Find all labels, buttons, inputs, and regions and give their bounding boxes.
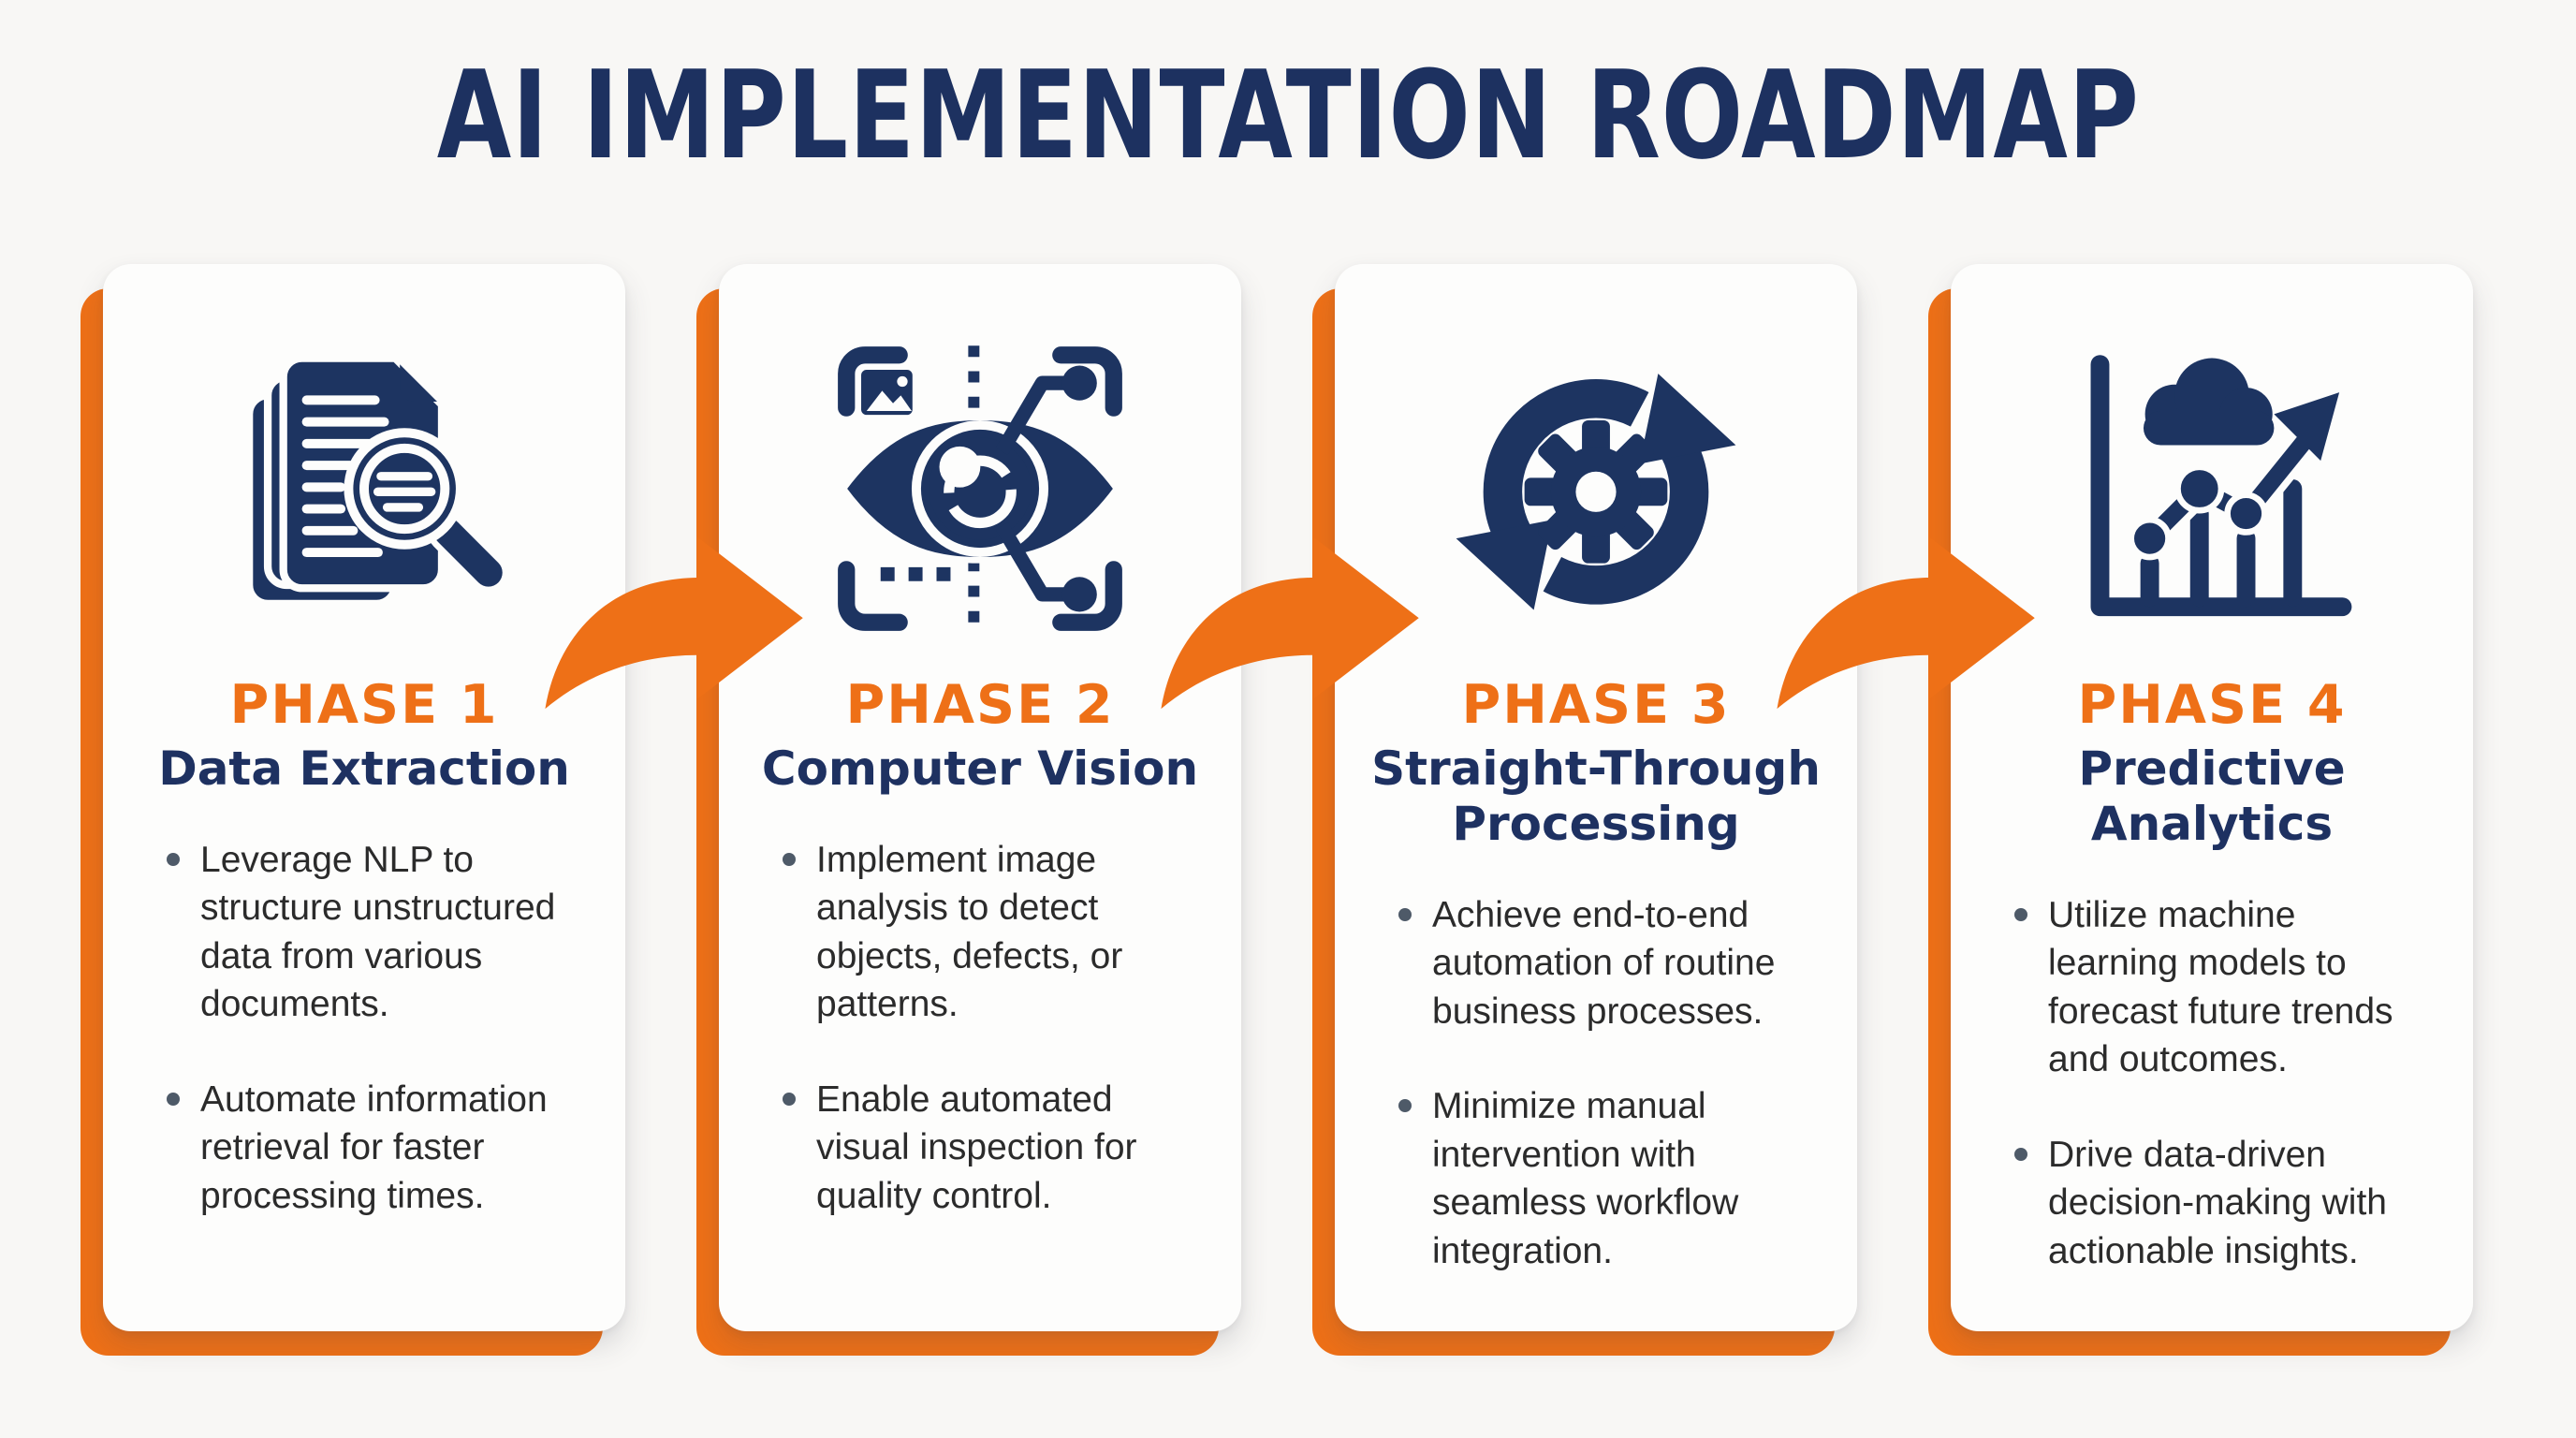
- phase-card-3: PHASE 3 Straight-Through Processing Achi…: [1312, 264, 1857, 1356]
- phase-title: Predictive Analytics: [2078, 741, 2346, 851]
- card-surface: PHASE 1 Data Extraction Leverage NLP to …: [103, 264, 625, 1331]
- phase-bullet: Leverage NLP to structure unstructured d…: [167, 836, 588, 1029]
- phase-bullet: Achieve end-to-end automation of routine…: [1398, 891, 1820, 1035]
- flow-arrow: [1767, 517, 2041, 713]
- phase-card-2: PHASE 2 Computer Vision Implement image …: [696, 264, 1241, 1356]
- phase-icon-box: [2056, 313, 2367, 665]
- bullet-dot: [1398, 1099, 1412, 1113]
- phase-icon-box: [209, 313, 520, 665]
- phase-label: PHASE 2: [845, 674, 1115, 736]
- flow-arrow: [1151, 517, 1425, 713]
- phase-label: PHASE 3: [1461, 674, 1731, 736]
- phase-bullets: Utilize machine learning models to forec…: [1979, 891, 2445, 1322]
- header: AI IMPLEMENTATION ROADMAP: [0, 49, 2576, 183]
- phase-label: PHASE 1: [229, 674, 499, 736]
- bullet-text: Utilize machine learning models to forec…: [2048, 894, 2393, 1080]
- bullet-text: Enable automated visual inspection for q…: [816, 1078, 1137, 1216]
- phase-bullets: Implement image analysis to detect objec…: [747, 836, 1213, 1267]
- bullet-text: Minimize manual intervention with seamle…: [1432, 1086, 1739, 1271]
- documents-magnifier-icon: [245, 354, 509, 608]
- bullet-text: Automate information retrieval for faste…: [200, 1078, 548, 1216]
- bullet-text: Achieve end-to-end automation of routine…: [1432, 894, 1776, 1032]
- card-surface: PHASE 3 Straight-Through Processing Achi…: [1335, 264, 1857, 1331]
- phase-bullet: Minimize manual intervention with seamle…: [1398, 1082, 1820, 1275]
- curved-arrow-icon: [1777, 536, 2035, 710]
- computer-vision-eye-icon: [838, 345, 1122, 636]
- phase-title: Straight-Through Processing: [1371, 741, 1821, 851]
- flow-arrow: [535, 517, 809, 713]
- bullet-text: Implement image analysis to detect objec…: [816, 839, 1123, 1025]
- phase-title: Data Extraction: [158, 741, 570, 796]
- phase-card-1: PHASE 1 Data Extraction Leverage NLP to …: [80, 264, 625, 1356]
- phase-bullet: Enable automated visual inspection for q…: [783, 1076, 1204, 1220]
- phase-card-4: PHASE 4 Predictive Analytics Utilize mac…: [1928, 264, 2473, 1356]
- phase-bullets: Leverage NLP to structure unstructured d…: [131, 836, 597, 1267]
- card-surface: PHASE 4 Predictive Analytics Utilize mac…: [1951, 264, 2473, 1331]
- phase-bullet: Implement image analysis to detect objec…: [783, 836, 1204, 1029]
- bullet-dot: [783, 1092, 796, 1106]
- card-surface: PHASE 2 Computer Vision Implement image …: [719, 264, 1241, 1331]
- page-title: AI IMPLEMENTATION ROADMAP: [436, 44, 2140, 186]
- phase-cards-row: PHASE 1 Data Extraction Leverage NLP to …: [80, 264, 2473, 1356]
- phase-bullet: Utilize machine learning models to forec…: [2014, 891, 2436, 1084]
- bullet-dot: [2014, 907, 2027, 921]
- predictive-analytics-chart-icon: [2090, 355, 2352, 617]
- curved-arrow-icon: [1161, 536, 1419, 710]
- phase-bullet: Automate information retrieval for faste…: [167, 1076, 588, 1220]
- curved-arrow-icon: [545, 536, 803, 710]
- bullet-dot: [167, 1092, 180, 1106]
- phase-icon-box: [1441, 313, 1751, 665]
- phase-label: PHASE 4: [2077, 674, 2347, 736]
- phase-icon-box: [825, 313, 1135, 665]
- bullet-dot: [1398, 907, 1412, 921]
- phase-bullet: Drive data-driven decision-making with a…: [2014, 1131, 2436, 1275]
- bullet-dot: [783, 852, 796, 866]
- bullet-dot: [167, 852, 180, 866]
- bullet-text: Drive data-driven decision-making with a…: [2048, 1134, 2387, 1271]
- bullet-dot: [2014, 1147, 2027, 1161]
- bullet-text: Leverage NLP to structure unstructured d…: [200, 839, 556, 1025]
- gear-cycle-icon: [1441, 339, 1751, 644]
- phase-title: Computer Vision: [761, 741, 1199, 796]
- phase-bullets: Achieve end-to-end automation of routine…: [1363, 891, 1829, 1322]
